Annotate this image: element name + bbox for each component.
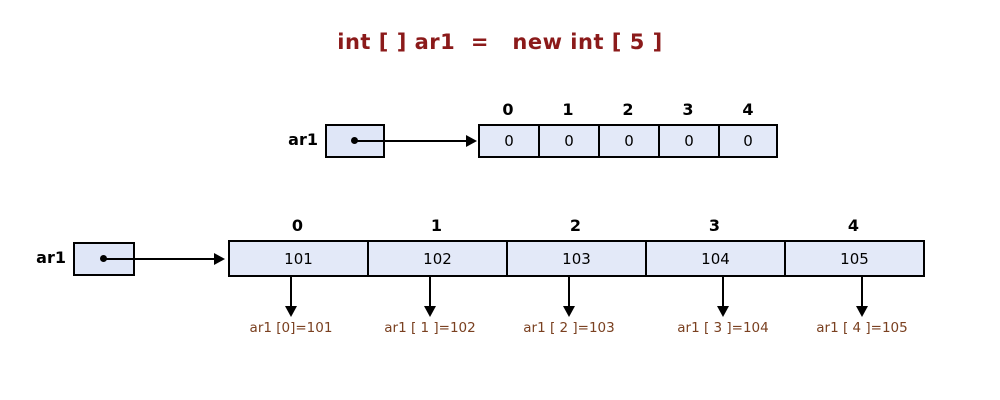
assigned-cell-4-arrowhead [856,306,868,317]
assigned-index-2: 2 [569,216,582,235]
assigned-reference-arrow-line [104,258,214,260]
assigned-annotation-2: ar1 [ 2 ]=103 [523,320,615,336]
assigned-annotation-0: ar1 [0]=101 [249,320,333,336]
assigned-index-1: 1 [430,216,443,235]
declaration-reference-arrowhead [466,135,477,147]
array-cell: 0 [540,126,600,156]
array-cell: 104 [647,242,786,275]
array-cell: 0 [600,126,660,156]
assigned-cell-3-arrow-line [722,277,724,308]
assigned-cell-2-arrowhead [563,306,575,317]
assigned-annotation-3: ar1 [ 3 ]=104 [677,320,769,336]
array-cell: 0 [660,126,720,156]
assigned-annotation-4: ar1 [ 4 ]=105 [816,320,908,336]
declaration-index-1: 1 [562,100,574,119]
declaration-reference-dot [351,137,358,144]
declaration-array: 0 0 0 0 0 [478,124,778,158]
declaration-variable-label: ar1 [288,130,318,149]
array-cell: 101 [230,242,369,275]
assigned-annotation-1: ar1 [ 1 ]=102 [384,320,476,336]
declaration-index-2: 2 [622,100,634,119]
assigned-variable-label: ar1 [36,248,66,267]
assigned-index-3: 3 [708,216,721,235]
array-cell: 102 [369,242,508,275]
array-cell: 0 [480,126,540,156]
assigned-cell-3-arrowhead [717,306,729,317]
assigned-index-0: 0 [291,216,304,235]
assigned-cell-0-arrow-line [290,277,292,308]
declaration-index-3: 3 [682,100,694,119]
assigned-index-4: 4 [847,216,860,235]
array-cell: 103 [508,242,647,275]
page-title: int [ ] ar1 = new int [ 5 ] [337,30,663,54]
assigned-cell-2-arrow-line [568,277,570,308]
assigned-cell-4-arrow-line [861,277,863,308]
declaration-index-0: 0 [502,100,514,119]
array-cell: 105 [786,242,923,275]
array-cell: 0 [720,126,776,156]
assigned-cell-1-arrow-line [429,277,431,308]
assigned-reference-dot [100,255,107,262]
assigned-reference-arrowhead [214,253,225,265]
declaration-reference-arrow-line [355,140,467,142]
assigned-cell-0-arrowhead [285,306,297,317]
declaration-index-4: 4 [742,100,754,119]
assigned-array: 101 102 103 104 105 [228,240,925,277]
assigned-cell-1-arrowhead [424,306,436,317]
